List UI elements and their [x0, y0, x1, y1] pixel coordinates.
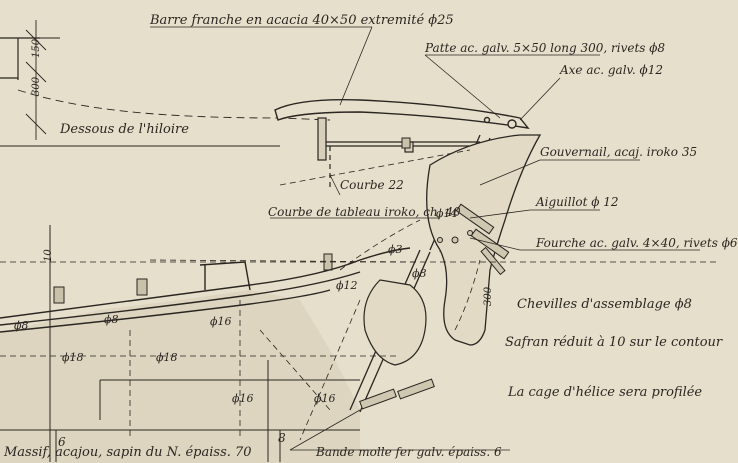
transom-knee-label: Courbe de tableau iroko, ch. 40: [268, 205, 461, 219]
callout-phi16-a: ϕ16: [210, 315, 232, 328]
section-lines: [0, 225, 360, 462]
pegs-label: Chevilles d'assemblage ϕ8: [517, 297, 692, 312]
callout-phi16-b: ϕ16: [232, 392, 254, 405]
stern-rudder-drawing: [0, 20, 720, 463]
callout-phi3: ϕ3: [388, 243, 403, 256]
dashed-lines: [0, 149, 720, 441]
sheer-dashed-line: [17, 89, 331, 121]
callout-phi8-b: ϕ8: [104, 313, 119, 326]
callout-phi18-b: ϕ18: [156, 351, 178, 364]
propeller-cage-label: La cage d'hélice sera profilée: [508, 385, 703, 400]
frame-markers: [55, 430, 281, 462]
tiller-label: Barre franche en acacia 40×50 extremité …: [150, 13, 454, 28]
fittings: [359, 203, 510, 410]
tiller: [274, 99, 530, 129]
knee-label: Courbe 22: [340, 178, 404, 192]
frame-number-8: 8: [278, 431, 286, 445]
dim-300: 300: [31, 76, 42, 96]
callout-phi18-a: ϕ18: [62, 351, 84, 364]
callout-phi12: ϕ12: [336, 279, 358, 292]
strap-label: Patte ac. galv. 5×50 long 300, rivets ϕ8: [425, 41, 666, 55]
callout-phi8-a: ϕ8: [14, 319, 29, 332]
dim-10: 10: [43, 249, 54, 262]
leader-lines: [150, 26, 700, 451]
axle-label: Axe ac. galv. ϕ12: [560, 63, 663, 77]
pintle-label: Aiguillot ϕ 12: [536, 195, 619, 209]
callout-phi16-c: ϕ16: [314, 392, 336, 405]
keel-band-label: Bande molle fer galv. épaiss. 6: [316, 445, 502, 459]
drawing-sheet: Barre franche en acacia 40×50 extremité …: [0, 13, 738, 463]
rudder-label: Gouvernail, acaj. iroko 35: [540, 145, 698, 159]
dim-150: 150: [31, 38, 42, 58]
dimension-lines: [0, 20, 280, 147]
dim-300-b: 300: [483, 286, 494, 306]
blade-label: Safran réduit à 10 sur le contour: [505, 335, 723, 350]
callout-phi8-c: ϕ8: [412, 267, 427, 280]
rudder-lower: [363, 279, 427, 366]
frame-number-6: 6: [58, 435, 66, 449]
hiloire-label: Dessous de l'hiloire: [60, 122, 189, 137]
deadwood-label: Massif, acajou, sapin du N. épaiss. 70: [4, 445, 252, 460]
fork-label: Fourche ac. galv. 4×40, rivets ϕ6: [536, 236, 738, 250]
hull-shading: [0, 290, 360, 463]
callout-phi14: ϕ14: [436, 207, 458, 220]
hull-planks: [0, 247, 411, 333]
